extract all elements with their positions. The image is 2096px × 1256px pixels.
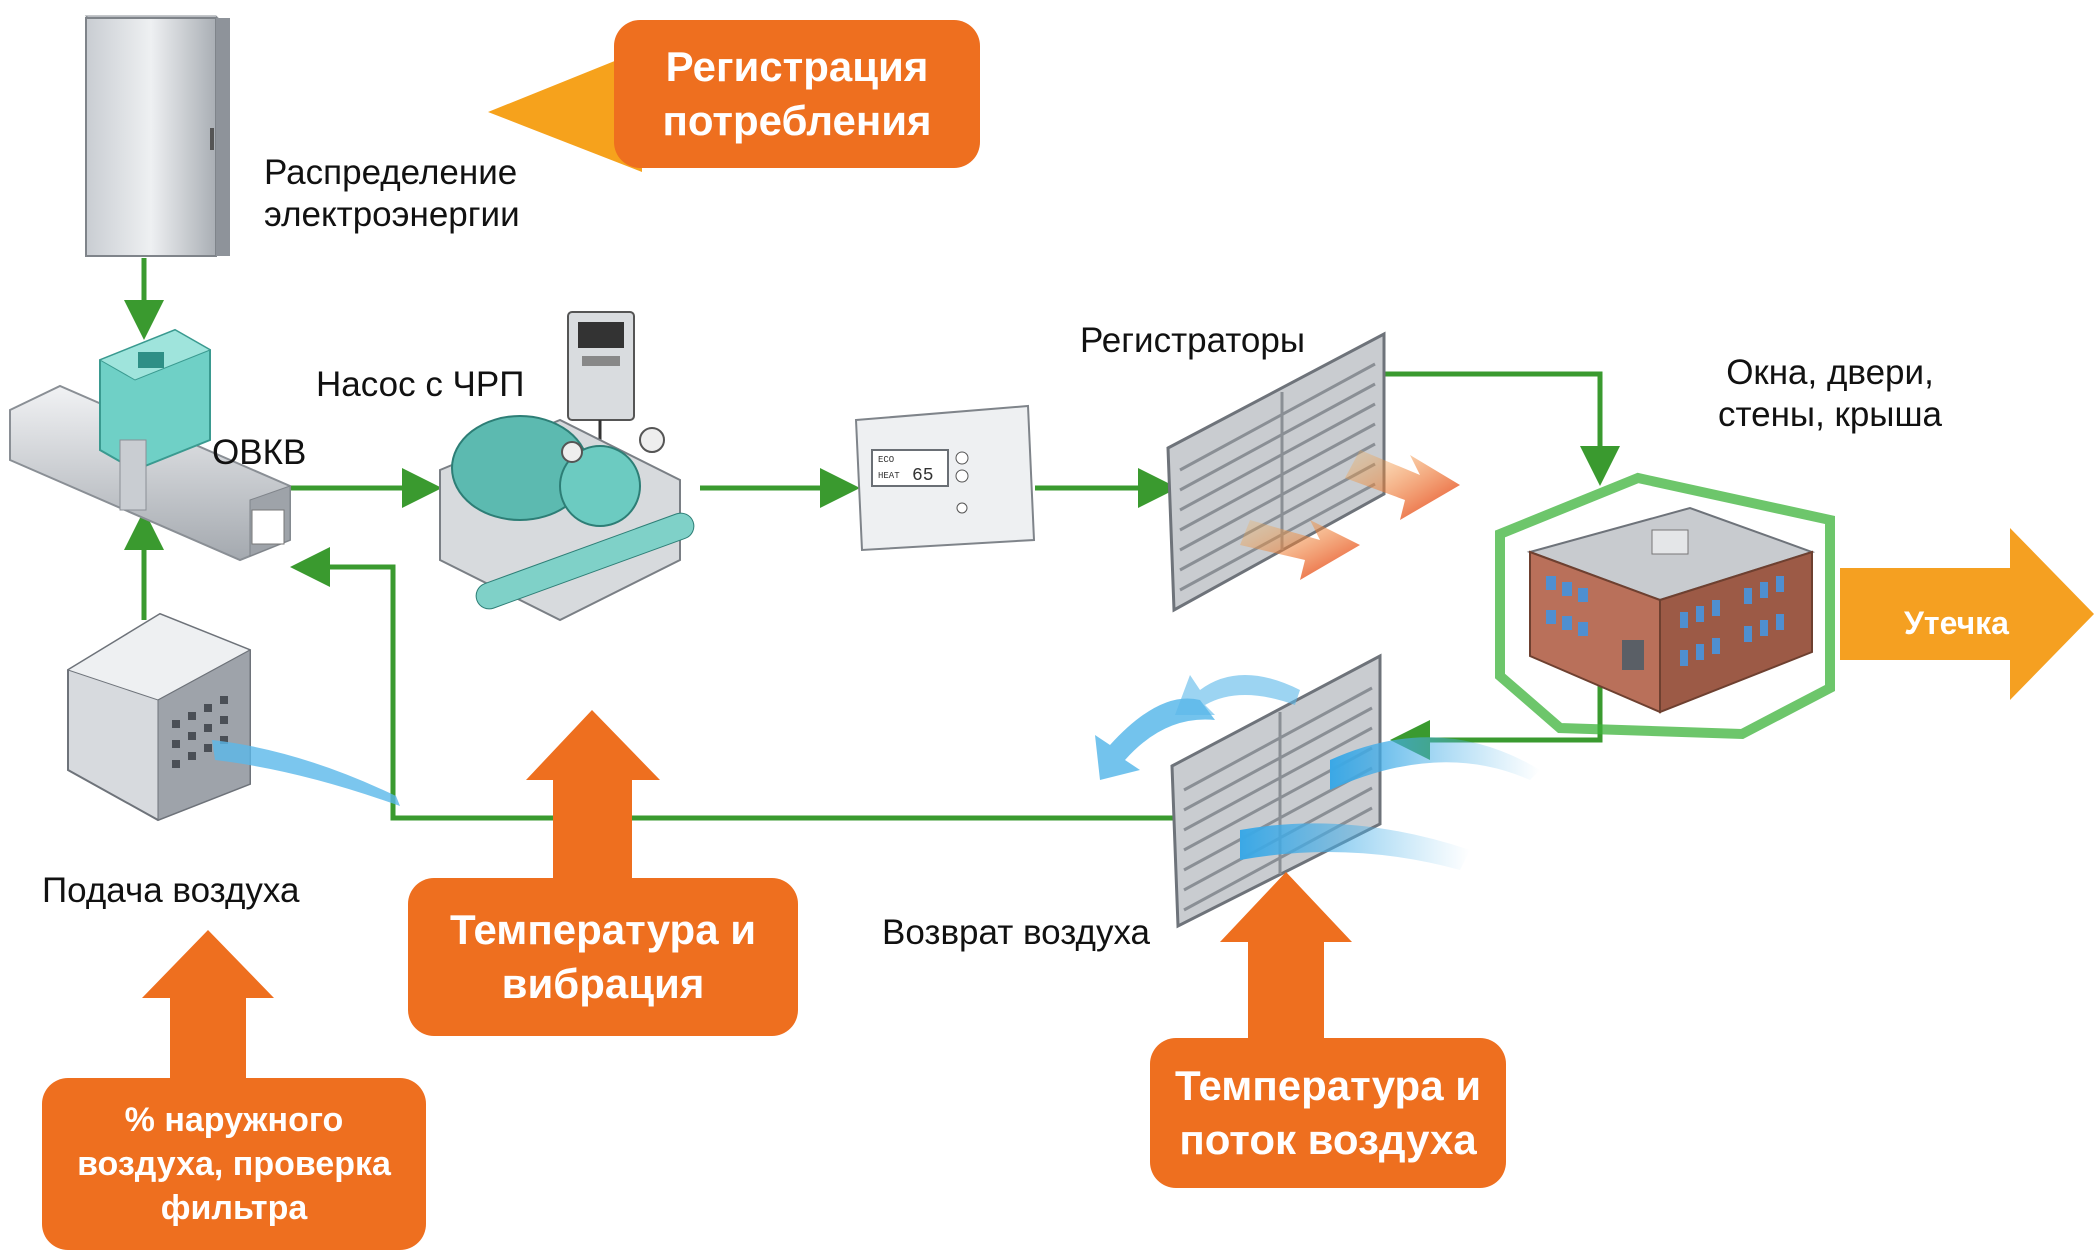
flow-registers-to-building	[1380, 371, 1620, 486]
hvac-unit-icon	[9, 328, 291, 562]
registers-label: Регистраторы	[1080, 321, 1306, 360]
return-airflow-swoosh-2	[1240, 823, 1470, 870]
supply-register-icon	[1166, 331, 1460, 613]
consumption-callout: Регистрация потребления	[614, 20, 980, 168]
heat-arrow-2	[1345, 450, 1460, 520]
flow-return-to-hvac	[290, 547, 1175, 821]
heat-arrow-1	[1240, 520, 1360, 580]
return-register-icon	[1095, 653, 1540, 929]
intake-airflow-swoosh	[212, 740, 400, 806]
temp-airflow-line-1: Температура и	[1174, 1062, 1482, 1109]
return-airflow-swoosh-1	[1330, 737, 1540, 790]
air-intake-icon	[66, 612, 400, 822]
building-icon	[1526, 506, 1816, 714]
temp-airflow-line-2: поток воздуха	[1179, 1116, 1477, 1163]
outdoor-air-line-1: % наружного	[124, 1101, 344, 1139]
envelope-label: Окна, двери, стены, крыша	[1680, 352, 1980, 436]
temp-vibration-line-1: Температура и	[449, 906, 757, 953]
flow-building-to-return	[1390, 672, 1603, 760]
envelope-line-1: Окна, двери,	[1726, 353, 1934, 392]
temp-airflow-callout: Температура и поток воздуха	[1150, 1038, 1506, 1188]
air-return-label: Возврат воздуха	[882, 913, 1151, 952]
temp-vibration-arrow	[526, 710, 660, 880]
outdoor-air-line-3: фильтра	[160, 1189, 308, 1227]
electrical-panel-icon	[84, 15, 230, 257]
envelope-line-2: стены, крыша	[1717, 395, 1942, 434]
power-distribution-line-1: Распределение	[264, 153, 518, 192]
hvac-label: ОВКВ	[212, 433, 307, 472]
thermostat-temp-text: 65	[912, 466, 934, 486]
outdoor-air-arrow	[142, 930, 274, 1080]
consumption-line-2: потребления	[662, 97, 932, 144]
building-envelope	[1495, 472, 1835, 740]
return-airflow-swoosh-4	[1175, 675, 1300, 715]
temp-vibration-line-2: вибрация	[501, 960, 705, 1007]
power-distribution-line-2: электроэнергии	[264, 195, 520, 234]
outdoor-air-line-2: воздуха, проверка	[77, 1145, 391, 1183]
vfd-pump-icon	[439, 311, 695, 622]
thermostat-icon: ECO HEAT 65	[854, 404, 1036, 552]
power-distribution-label: Распределение электроэнергии	[264, 152, 520, 236]
return-airflow-swoosh-3	[1095, 698, 1215, 780]
temp-airflow-arrow	[1220, 872, 1352, 1040]
envelope-hexagon	[1495, 472, 1835, 740]
leak-arrow	[1840, 528, 2094, 700]
consumption-line-1: Регистрация	[665, 43, 929, 90]
air-supply-label: Подача воздуха	[42, 871, 300, 910]
thermostat-heat-text: HEAT	[878, 471, 900, 481]
outdoor-air-callout: % наружного воздуха, проверка фильтра	[42, 1078, 426, 1250]
temp-vibration-callout: Температура и вибрация	[408, 878, 798, 1036]
thermostat-eco-text: ECO	[878, 455, 894, 465]
leak-label: Утечка	[1904, 605, 2009, 641]
vfd-pump-label: Насос с ЧРП	[316, 365, 525, 404]
